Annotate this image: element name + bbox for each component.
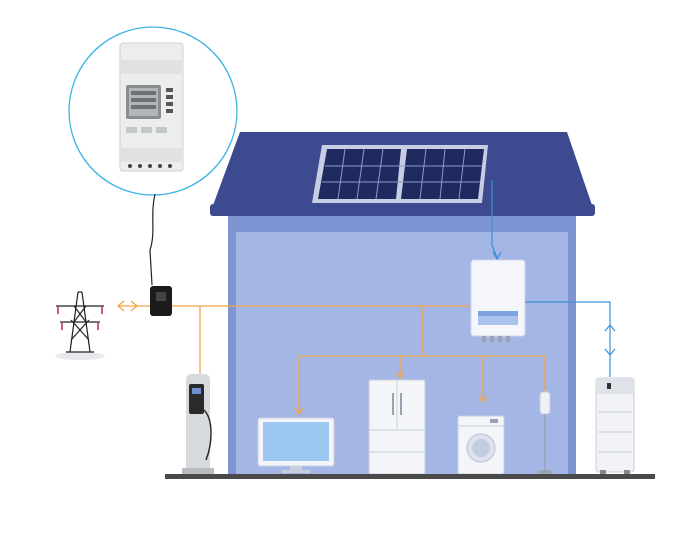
inverter-icon <box>470 259 526 342</box>
meter-cable <box>149 193 156 286</box>
ev-charger-icon <box>182 374 214 474</box>
refrigerator-icon <box>368 379 426 475</box>
solar-to-inverter-line <box>491 180 498 259</box>
inverter-to-battery-line <box>525 301 611 377</box>
battery-storage-icon <box>595 377 635 474</box>
television-icon <box>257 417 335 473</box>
current-transformer-icon <box>150 286 172 316</box>
solar-panel-icon <box>312 145 488 203</box>
power-lines <box>118 305 546 414</box>
washing-machine-icon <box>457 415 505 475</box>
energy-meter-callout <box>68 26 238 196</box>
tower-insulators <box>57 307 103 330</box>
transmission-tower-icon <box>55 291 105 360</box>
ground <box>165 474 655 479</box>
floor-lamp-icon <box>537 391 553 474</box>
energy-meter-icon <box>119 42 184 172</box>
